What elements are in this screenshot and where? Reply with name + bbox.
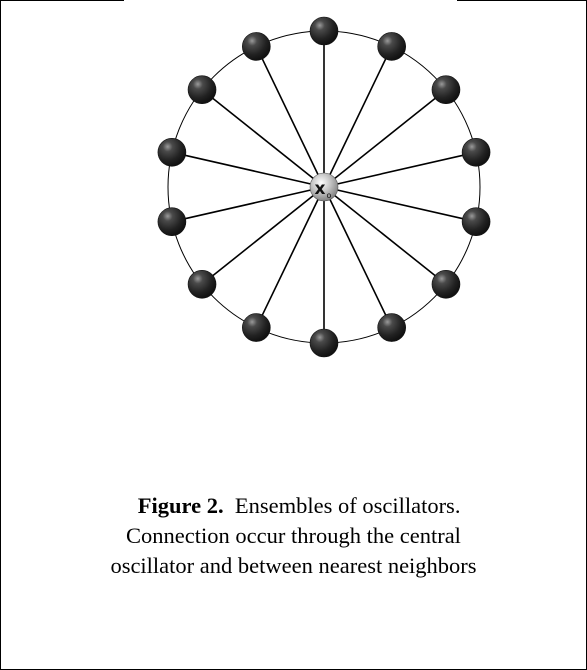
outer-nodes [157, 16, 491, 358]
spoke-line [323, 151, 477, 188]
spoke-line [323, 186, 393, 328]
spoke-line [255, 186, 325, 328]
central-oscillator: x o [309, 172, 339, 202]
outer-oscillator-node [187, 75, 217, 105]
outer-oscillator-node [309, 16, 339, 46]
outer-oscillator-node [157, 207, 187, 237]
spoke-line [201, 186, 325, 285]
spoke-line [171, 151, 325, 188]
outer-oscillator-node [187, 269, 217, 299]
outer-oscillator-node [461, 137, 491, 167]
caption-line-2: Connection occur through the central [126, 523, 461, 548]
outer-oscillator-node [377, 313, 406, 342]
outer-oscillator-node [431, 269, 461, 299]
spoke-line [201, 89, 325, 188]
spoke-line [323, 186, 447, 285]
outer-oscillator-node [242, 313, 271, 342]
spokes [171, 31, 477, 343]
central-oscillator-label: x [315, 179, 326, 199]
outer-oscillator-node [461, 207, 491, 237]
outer-oscillator-node [377, 32, 406, 61]
frame-top-rule-right [457, 0, 587, 1]
frame-top-rule-left [0, 0, 124, 1]
caption-line-3: oscillator and between nearest neighbors [110, 553, 477, 578]
outer-oscillator-node [242, 32, 271, 61]
outer-oscillator-node [309, 328, 339, 358]
figure-title: Ensembles of oscillators. [234, 493, 461, 518]
spoke-line [255, 46, 325, 188]
spoke-line [323, 89, 447, 188]
outer-oscillator-node [431, 75, 461, 105]
spoke-line [171, 186, 325, 223]
figure-label: Figure 2. [137, 493, 224, 518]
frame-left-rule [0, 0, 1, 670]
central-oscillator-subscript: o [327, 191, 332, 200]
outer-oscillator-node [157, 137, 187, 167]
spoke-line [323, 186, 477, 223]
spoke-line [323, 46, 393, 188]
caption-line-1: Figure 2. Ensembles of oscillators. [0, 491, 587, 521]
figure-caption: Figure 2. Ensembles of oscillators. Conn… [0, 491, 587, 581]
